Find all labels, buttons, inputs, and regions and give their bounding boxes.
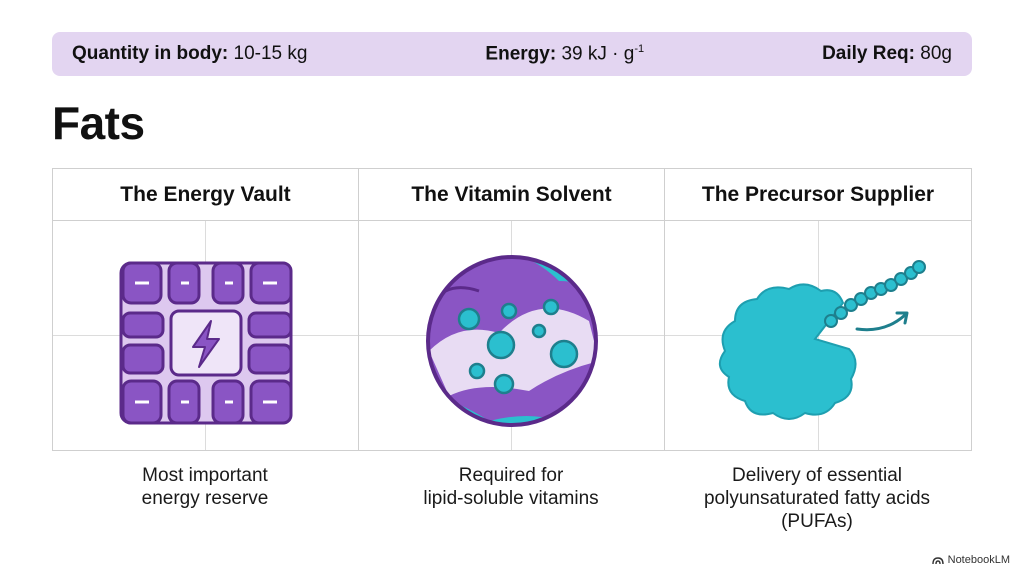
stat-daily-req: Daily Req: 80g xyxy=(822,43,952,64)
stat-energy: Energy: 39 kJ · g-1 xyxy=(485,42,645,65)
feature-column-vitamin-solvent: The Vitamin Solvent xyxy=(359,169,665,450)
column-heading: The Vitamin Solvent xyxy=(359,169,664,221)
caption-vitamin-solvent: Required for lipid-soluble vitamins xyxy=(423,465,599,509)
feature-column-energy-vault: The Energy Vault xyxy=(53,169,359,450)
column-heading: The Energy Vault xyxy=(53,169,358,221)
caption-precursor-supplier: Delivery of essential polyunsaturated fa… xyxy=(703,465,931,532)
energy-vault-icon xyxy=(119,261,293,425)
page-title: Fats xyxy=(52,97,145,149)
stat-quantity: Quantity in body: 10-15 kg xyxy=(72,43,308,64)
feature-grid: The Energy Vault xyxy=(52,168,972,451)
feature-column-precursor-supplier: The Precursor Supplier xyxy=(665,169,971,450)
column-heading: The Precursor Supplier xyxy=(665,169,971,221)
precursor-supplier-icon xyxy=(718,260,926,420)
vitamin-solvent-icon xyxy=(426,255,598,427)
caption-energy-vault: Most important energy reserve xyxy=(141,465,269,509)
brand-watermark: NotebookLM xyxy=(931,554,1010,566)
stats-bar: Quantity in body: 10-15 kg Energy: 39 kJ… xyxy=(52,32,972,76)
notebooklm-logo-icon xyxy=(931,556,944,564)
